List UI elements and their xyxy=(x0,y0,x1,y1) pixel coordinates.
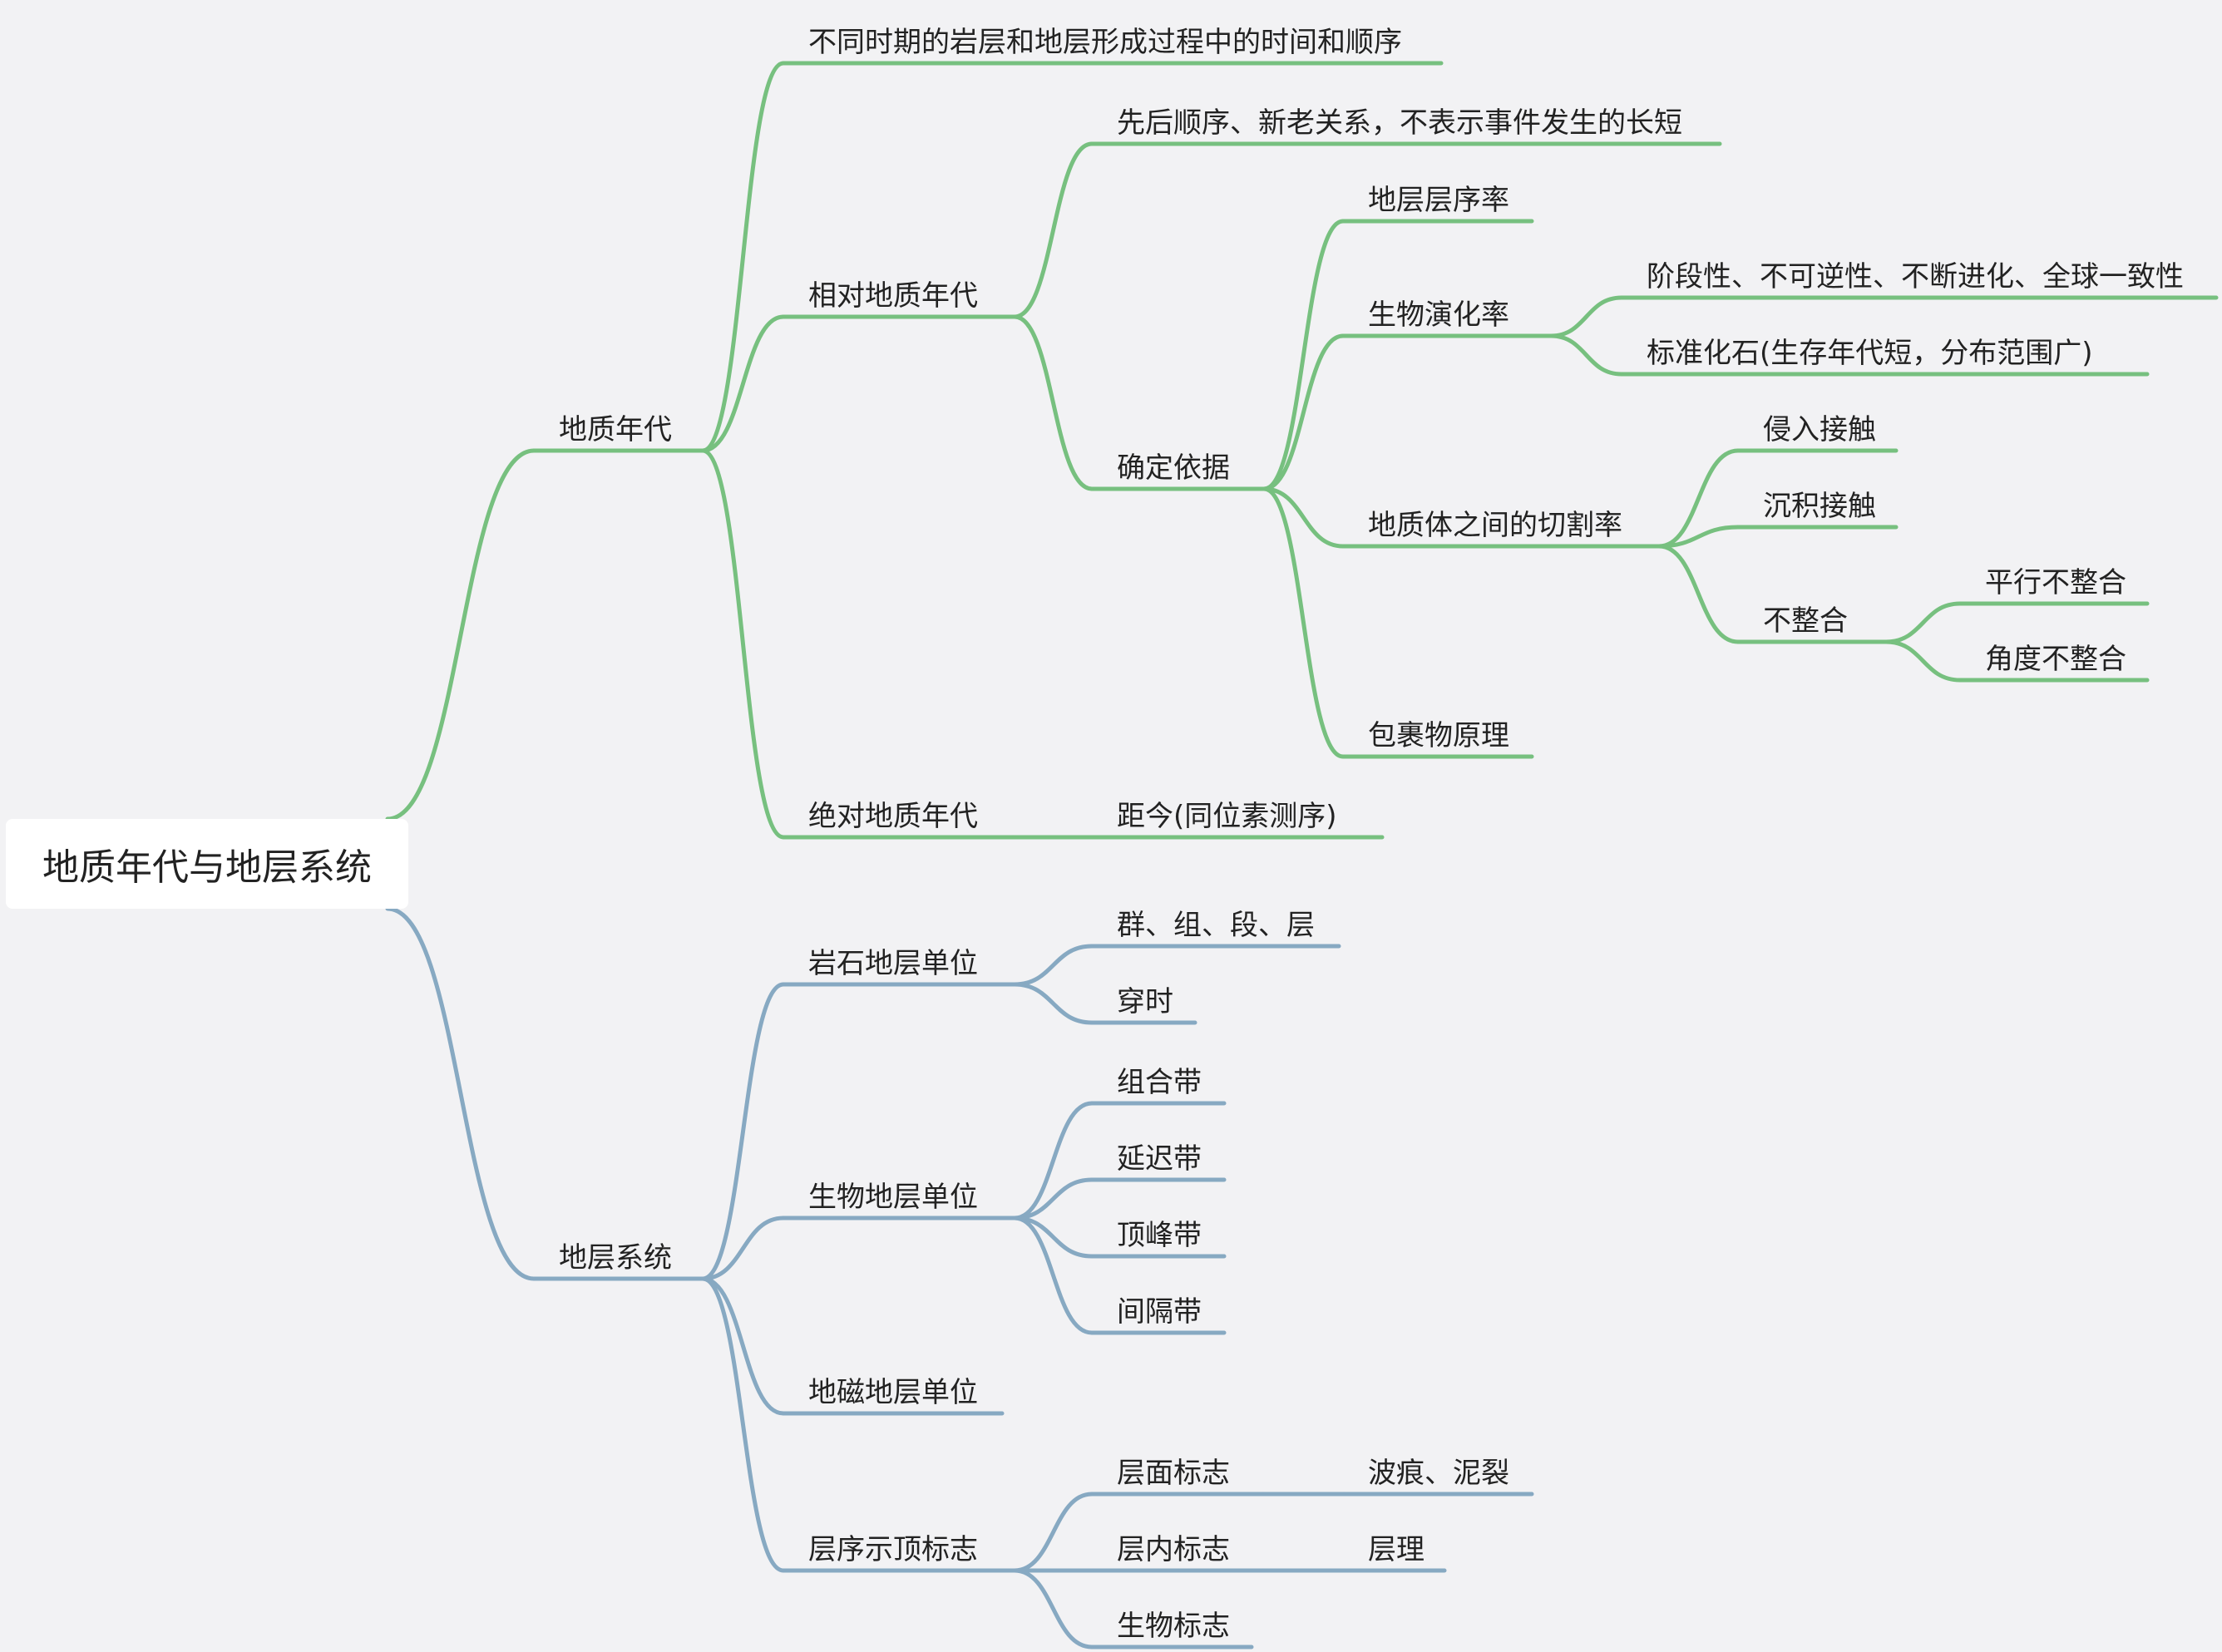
topic-n28[interactable]: 地磁地层单位 xyxy=(808,1376,978,1409)
branch-connector xyxy=(1657,448,1741,549)
topic-n4[interactable]: 先后顺序、新老关系，不表示事件发生的长短 xyxy=(1117,106,1682,140)
topic-n26[interactable]: 顶峰带 xyxy=(1117,1219,1202,1252)
branch-connector xyxy=(1012,944,1094,987)
topic-n3[interactable]: 相对地质年代 xyxy=(808,279,978,313)
topic-n23[interactable]: 生物地层单位 xyxy=(808,1181,978,1214)
topic-n11[interactable]: 侵入接触 xyxy=(1763,413,1876,446)
branch-connector xyxy=(700,1276,786,1416)
branch-connector xyxy=(1012,314,1094,491)
branch-connector xyxy=(1012,982,1094,1025)
topic-n12[interactable]: 沉积接触 xyxy=(1763,490,1876,523)
branch-connector xyxy=(385,906,536,1281)
branch-connector xyxy=(1884,601,1963,644)
topic-n31[interactable]: 波痕、泥裂 xyxy=(1368,1457,1509,1490)
topic-n10[interactable]: 地质体之间的切割率 xyxy=(1368,509,1622,542)
branch-connector xyxy=(1012,1492,1094,1573)
branch-connector xyxy=(1012,1216,1094,1335)
topic-n20[interactable]: 岩石地层单位 xyxy=(808,947,978,980)
topic-n29[interactable]: 层序示顶标志 xyxy=(808,1533,978,1566)
topic-n33[interactable]: 层理 xyxy=(1368,1533,1425,1566)
topic-n32[interactable]: 层内标志 xyxy=(1117,1533,1230,1566)
topic-n7[interactable]: 生物演化率 xyxy=(1368,298,1509,332)
branch-connector xyxy=(1012,141,1094,319)
branch-connector xyxy=(1884,639,1963,683)
branch-connector xyxy=(1548,295,1624,338)
topic-n14[interactable]: 平行不整合 xyxy=(1985,566,2126,599)
root-topic[interactable]: 地质年代与地层系统 xyxy=(6,819,408,909)
branch-connector xyxy=(1262,486,1346,759)
topic-n25[interactable]: 延迟带 xyxy=(1117,1142,1202,1176)
topic-n34[interactable]: 生物标志 xyxy=(1117,1610,1230,1643)
topic-n19[interactable]: 地层系统 xyxy=(559,1241,672,1275)
branch-connector xyxy=(1262,219,1346,491)
topic-n2[interactable]: 不同时期的岩层和地层形成过程中的时间和顺序 xyxy=(808,26,1402,59)
branch-connector xyxy=(1657,525,1741,549)
topic-n30[interactable]: 层面标志 xyxy=(1117,1457,1230,1490)
topic-n9[interactable]: 标准化石(生存年代短，分布范围广) xyxy=(1647,337,2093,370)
branch-connector xyxy=(1262,333,1346,491)
branch-connector xyxy=(700,1216,786,1281)
topic-n13[interactable]: 不整合 xyxy=(1763,604,1848,638)
topic-n27[interactable]: 间隔带 xyxy=(1117,1295,1202,1329)
branch-connector xyxy=(1657,544,1741,644)
topic-n6[interactable]: 地层层序率 xyxy=(1368,184,1509,217)
topic-n15[interactable]: 角度不整合 xyxy=(1985,643,2126,676)
branch-connector xyxy=(1012,1101,1094,1221)
branch-connector xyxy=(1548,333,1624,377)
branch-connector xyxy=(385,448,536,821)
topic-n18[interactable]: 距今(同位素测序) xyxy=(1117,800,1337,833)
branch-connector xyxy=(700,314,786,453)
topic-n22[interactable]: 穿时 xyxy=(1117,985,1173,1018)
branch-connector xyxy=(700,1276,786,1573)
topic-n1[interactable]: 地质年代 xyxy=(559,413,672,446)
topic-n8[interactable]: 阶段性、不可逆性、不断进化、全球一致性 xyxy=(1647,260,2184,293)
branch-connector xyxy=(1262,486,1346,549)
branch-connector xyxy=(700,982,786,1281)
topic-n16[interactable]: 包裹物原理 xyxy=(1368,719,1509,752)
branch-connector xyxy=(1012,1177,1094,1221)
topic-n5[interactable]: 确定依据 xyxy=(1117,451,1230,485)
branch-connector xyxy=(1012,1568,1094,1650)
topic-n17[interactable]: 绝对地质年代 xyxy=(808,800,978,833)
topic-n21[interactable]: 群、组、段、层 xyxy=(1117,909,1315,942)
branch-connector xyxy=(700,448,786,840)
topic-n24[interactable]: 组合带 xyxy=(1117,1066,1202,1099)
branch-connector xyxy=(700,61,786,453)
